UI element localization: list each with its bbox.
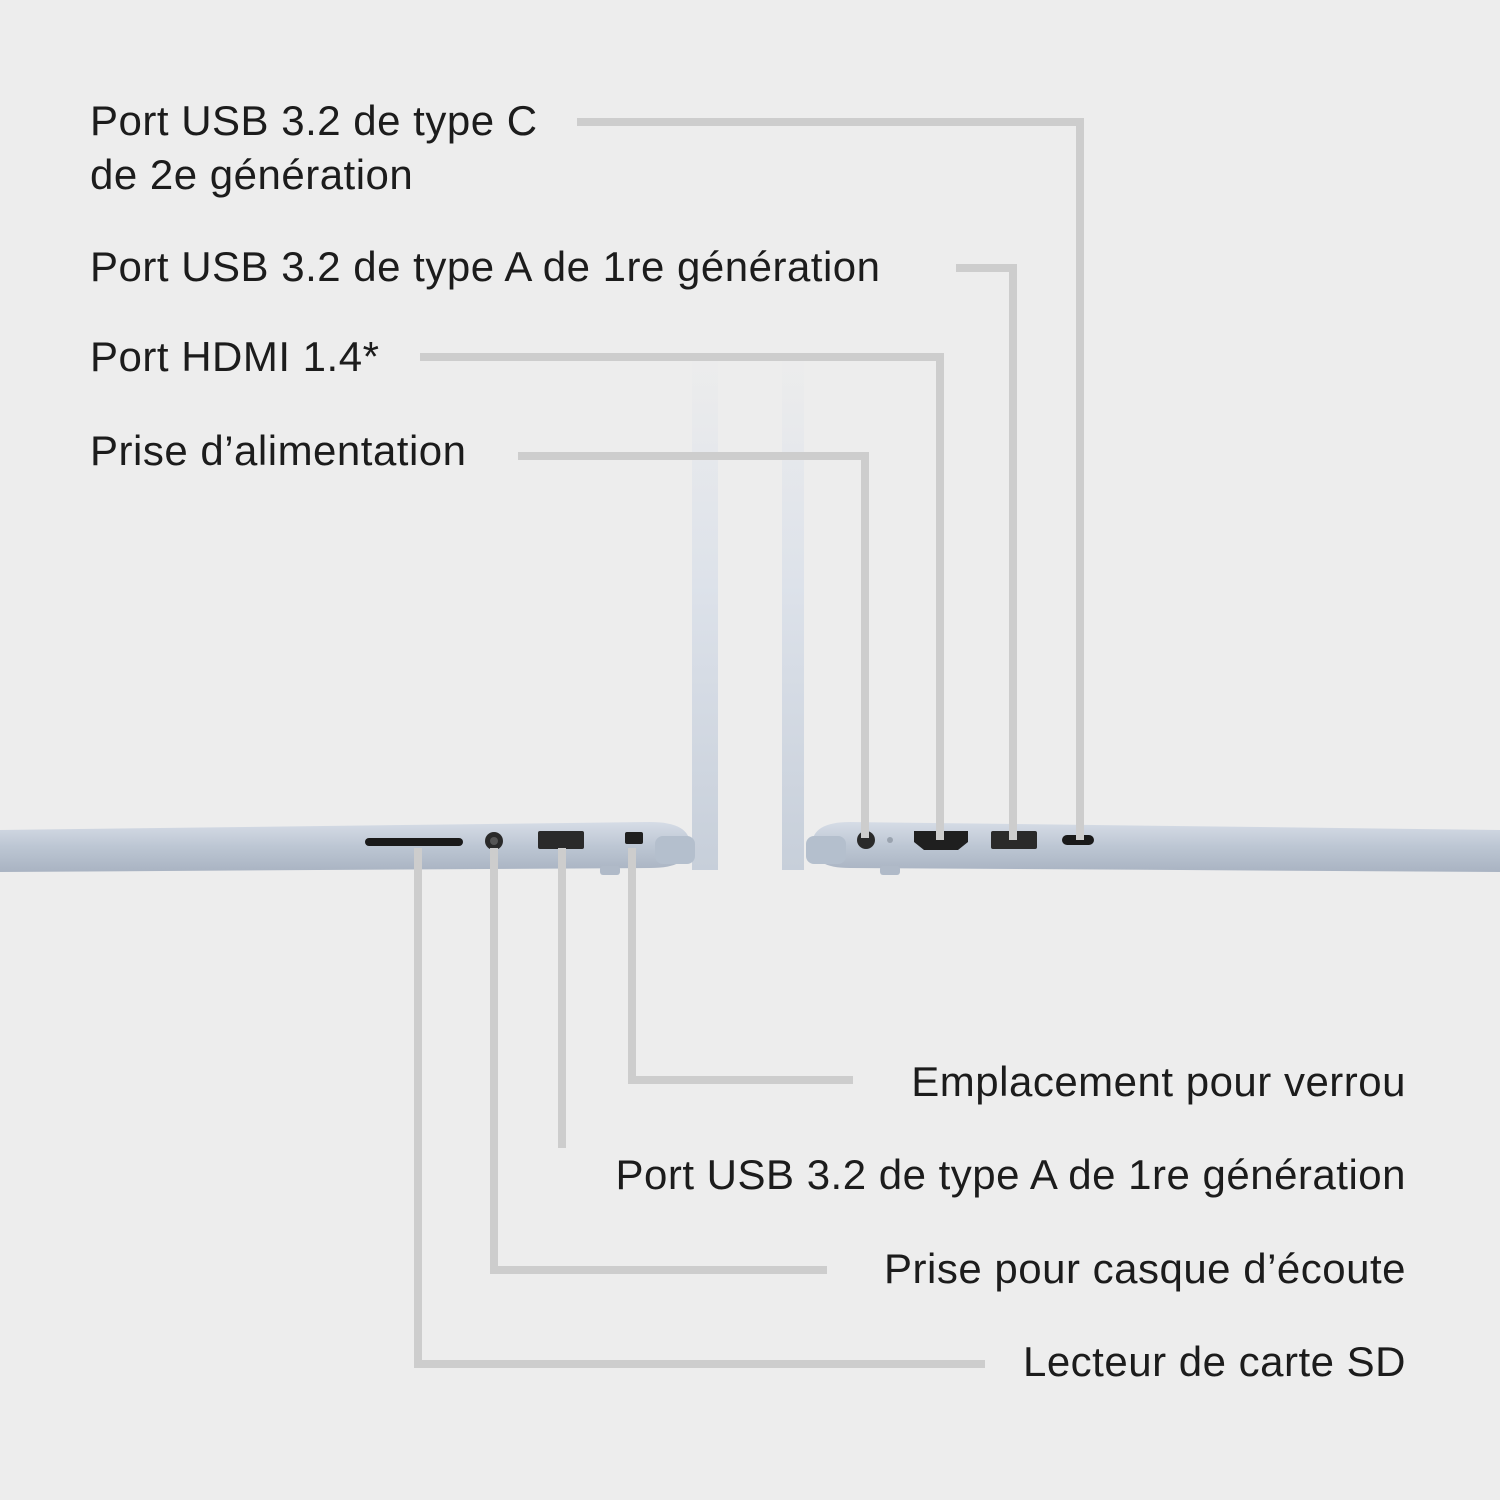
sd-slot-port	[365, 838, 463, 846]
label-usb-c: Port USB 3.2 de type C de 2e génération	[90, 94, 538, 202]
right-foot	[880, 866, 900, 875]
left-laptop	[0, 350, 718, 875]
label-usb-a-left: Port USB 3.2 de type A de 1re génération	[615, 1151, 1406, 1198]
usb-a-left-port	[538, 831, 584, 849]
label-hdmi: Port HDMI 1.4*	[90, 333, 380, 380]
right-lid	[782, 350, 804, 870]
hdmi-port	[914, 831, 968, 850]
left-hinge	[655, 836, 695, 864]
leader-sd	[414, 848, 985, 1368]
left-lid	[692, 350, 718, 870]
label-sd: Lecteur de carte SD	[1022, 1338, 1406, 1385]
label-headphone: Prise pour casque d’écoute	[884, 1245, 1406, 1292]
label-power: Prise d’alimentation	[90, 427, 467, 474]
right-laptop	[782, 350, 1500, 875]
left-foot	[600, 866, 620, 875]
label-usb-c-line2: de 2e génération	[90, 151, 414, 198]
label-lock: Emplacement pour verrou	[911, 1058, 1406, 1105]
leader-usb-a-right	[956, 264, 1017, 840]
right-hinge	[806, 836, 846, 864]
leader-headphone	[490, 848, 827, 1274]
right-base	[812, 822, 1500, 872]
leader-power	[518, 452, 869, 838]
lock-slot-port	[625, 832, 643, 844]
label-usb-a-right: Port USB 3.2 de type A de 1re génération	[90, 243, 881, 290]
leader-hdmi	[420, 353, 944, 840]
leader-usb-c	[577, 118, 1084, 840]
leader-lock	[628, 848, 853, 1084]
left-base	[0, 822, 690, 872]
label-usb-c-line1: Port USB 3.2 de type C	[90, 97, 538, 144]
